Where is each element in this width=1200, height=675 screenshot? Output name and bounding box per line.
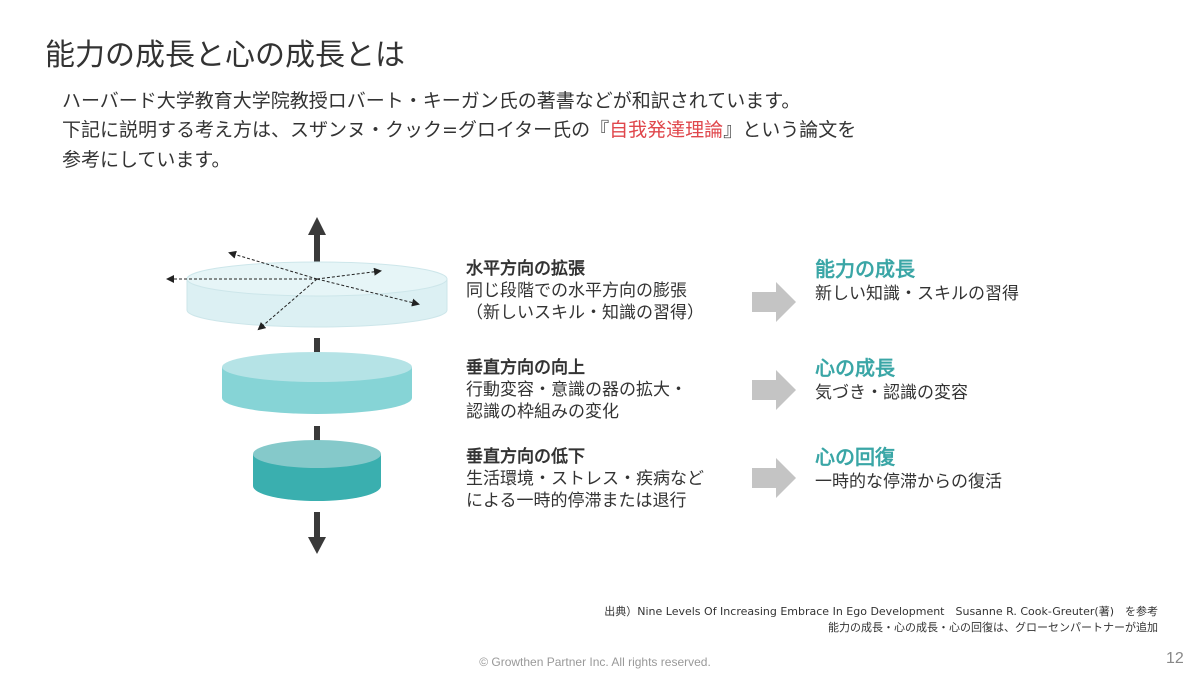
row-text: （新しいスキル・知識の習得） [466,303,704,323]
result-desc: 新しい知識・スキルの習得 [815,284,1019,304]
row-text: 生活環境・ストレス・疾病など [466,469,704,489]
result-title: 能力の成長 [815,257,915,281]
copyright: © Growthen Partner Inc. All rights reser… [479,655,711,669]
right-arrow-icon [752,370,796,410]
result-mind-growth: 心の成長 気づき・認識の変容 [815,355,968,405]
result-mind-recovery: 心の回復 一時的な停滞からの復活 [815,444,1002,494]
vertical-up-arrow [308,217,326,282]
slide-title: 能力の成長と心の成長とは [45,38,405,73]
row-heading: 水平方向の拡張 [466,259,585,279]
row-text: 認識の枠組みの変化 [466,402,619,422]
result-title: 心の成長 [815,356,895,380]
row-text: 同じ段階での水平方向の膨張 [466,281,687,301]
horizontal-dashed-arrows-icon [166,250,420,331]
right-arrow-icon [752,282,796,322]
intro-line-1: ハーバード大学教育大学院教授ロバート・キーガン氏の著書などが和訳されています。 [62,90,801,112]
highlight-term: 自我発達理論 [609,119,724,141]
right-arrow-icon [752,458,796,498]
result-desc: 一時的な停滞からの復活 [815,472,1002,492]
result-desc: 気づき・認識の変容 [815,383,968,403]
vertical-down-arrow [308,512,326,554]
disc-vertical-decline [253,440,381,501]
addition-footnote: 能力の成長・心の成長・心の回復は、グローセンパートナーが追加 [828,621,1158,634]
source-footnote: 出典）Nine Levels Of Increasing Embrace In … [604,605,1158,618]
row-horizontal-expansion: 水平方向の拡張 同じ段階での水平方向の膨張 （新しいスキル・知識の習得） [466,258,704,324]
row-heading: 垂直方向の向上 [466,358,585,378]
row-vertical-growth: 垂直方向の向上 行動変容・意識の器の拡大・ 認識の枠組みの変化 [466,357,687,423]
intro-line-2: 下記に説明する考え方は、スザンヌ・クック=グロイター氏の『自我発達理論』という論… [62,115,856,142]
intro-text: 』という論文を [723,119,857,141]
intro-line-3: 参考にしています。 [62,149,231,171]
disc-horizontal-expansion [186,261,448,328]
page-number: 12 [1166,650,1184,667]
result-title: 心の回復 [815,445,895,469]
row-text: 行動変容・意識の器の拡大・ [466,380,687,400]
intro-text: 下記に説明する考え方は、スザンヌ・クック=グロイター氏の『 [62,119,610,141]
row-text: による一時的停滞または退行 [466,491,687,511]
row-vertical-decline: 垂直方向の低下 生活環境・ストレス・疾病など による一時的停滞または退行 [466,446,704,512]
disc-vertical-growth [222,352,412,414]
result-ability-growth: 能力の成長 新しい知識・スキルの習得 [815,256,1019,306]
row-heading: 垂直方向の低下 [466,447,585,467]
